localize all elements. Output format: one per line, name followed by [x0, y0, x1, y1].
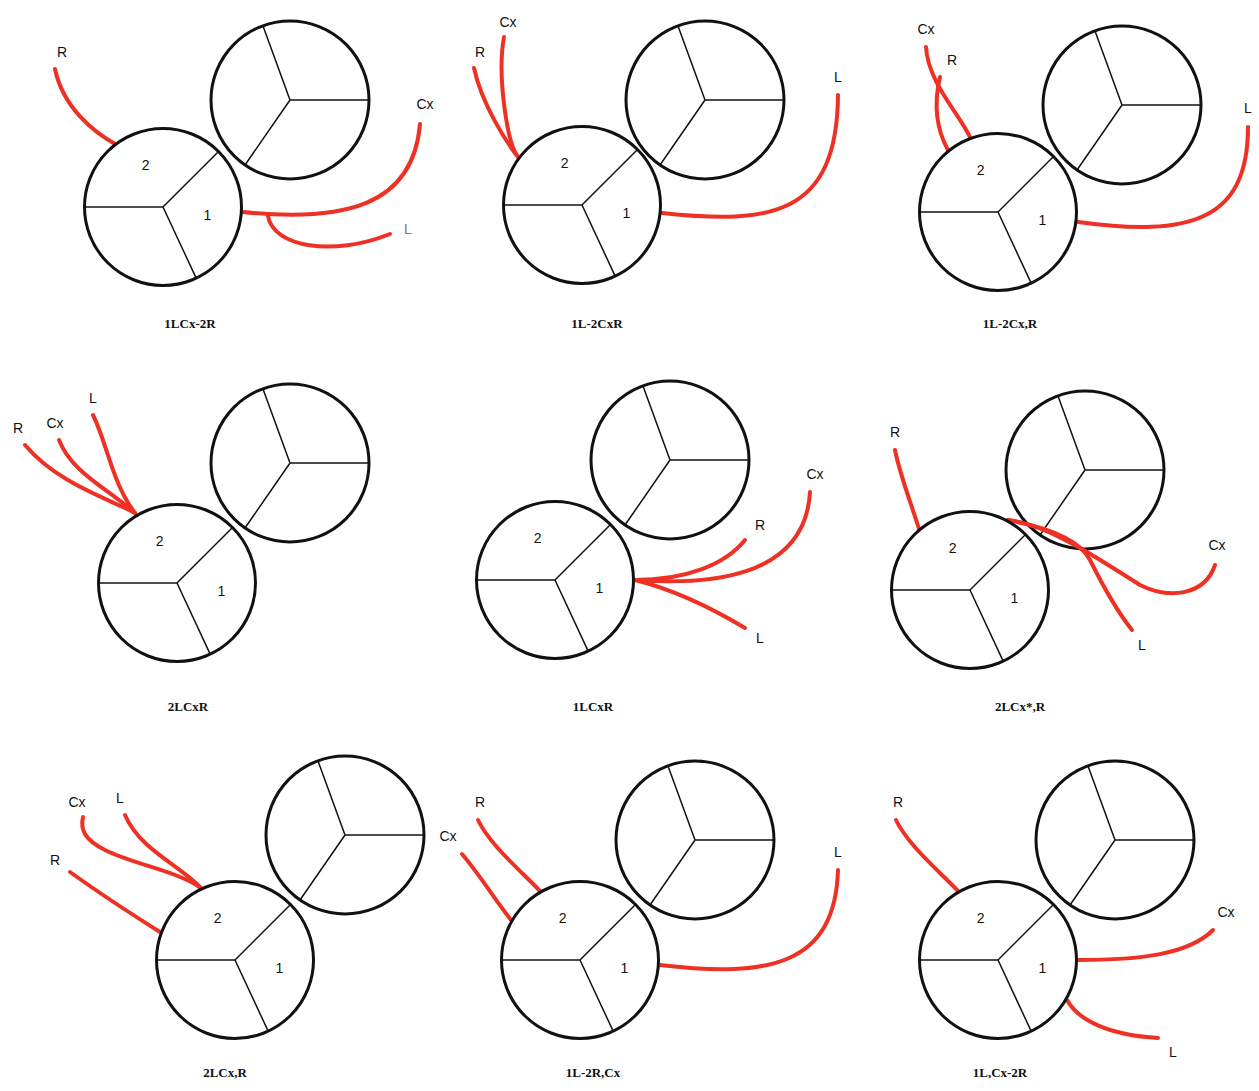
aortic-valve: 21 [918, 132, 1078, 292]
aortic-valve: 21 [475, 500, 635, 660]
sinus-number: 2 [977, 911, 985, 925]
sinus-number: 2 [949, 541, 957, 555]
sinus-number: 2 [214, 911, 222, 925]
artery-label: R [947, 53, 957, 67]
valve-outline [918, 880, 1078, 1040]
caption: 2LCx,R [203, 1066, 247, 1079]
valve-outline [475, 500, 635, 660]
sinus-number: 1 [1010, 591, 1018, 605]
aortic-valve: 21 [918, 880, 1078, 1040]
aortic-valve: 21 [500, 880, 660, 1040]
sinus-number: 1 [1038, 213, 1046, 227]
aortic-valve: 21 [83, 127, 243, 287]
artery-label: L [1138, 638, 1146, 652]
sinus-number: 2 [977, 163, 985, 177]
pulmonary-valve [211, 21, 1201, 919]
caption: 2LCxR [168, 700, 208, 713]
caption: 1LCx-2R [164, 317, 215, 330]
sinus-number: 2 [534, 531, 542, 545]
artery-label: L [834, 845, 842, 859]
artery-label: R [475, 795, 485, 809]
sinus-number: 2 [156, 534, 164, 548]
artery-label: Cx [68, 795, 85, 809]
caption: 1L-2Cx,R [983, 317, 1038, 330]
artery-label: L [1244, 101, 1252, 115]
sinus-number: 2 [561, 156, 569, 170]
artery-label: R [893, 795, 903, 809]
sinus-number: 1 [217, 584, 225, 598]
valve-outline [500, 880, 660, 1040]
artery-label: Cx [439, 829, 456, 843]
caption: 1L,Cx-2R [973, 1066, 1028, 1079]
artery-label: R [50, 853, 60, 867]
caption: 1L-2R,Cx [566, 1066, 621, 1079]
sinus-number: 2 [142, 158, 150, 172]
artery-label: L [834, 70, 842, 84]
aortic-valve: 21 [890, 510, 1050, 670]
artery-label: R [755, 518, 765, 532]
caption: 2LCx*,R [995, 700, 1045, 713]
artery-label: Cx [1217, 905, 1234, 919]
artery-label: Cx [499, 15, 516, 29]
artery-label: Cx [806, 467, 823, 481]
artery-label: R [475, 45, 485, 59]
artery-label: Cx [46, 416, 63, 430]
aortic-valve: 21 [97, 503, 257, 663]
valve-outline [155, 880, 315, 1040]
sinus-number: 1 [203, 208, 211, 222]
valve-outline [502, 125, 662, 285]
artery-label: R [13, 421, 23, 435]
sinus-number: 2 [559, 911, 567, 925]
artery-label: R [57, 45, 67, 59]
artery-label: Cx [416, 97, 433, 111]
sinus-number: 1 [595, 581, 603, 595]
artery-label: L [89, 391, 97, 405]
pulmonary-commissures [245, 26, 1201, 905]
sinus-number: 1 [620, 961, 628, 975]
artery-label: L [404, 222, 412, 236]
caption: 1LCxR [573, 700, 613, 713]
artery-label: L [1169, 1045, 1177, 1059]
artery-label: L [116, 791, 124, 805]
artery-label: R [890, 425, 900, 439]
artery-label: Cx [1208, 538, 1225, 552]
aortic-valve: 21 [155, 880, 315, 1040]
aortic-valve: 21 [502, 125, 662, 285]
valve-outline [97, 503, 257, 663]
caption: 1L-2CxR [571, 317, 622, 330]
valve-outline [918, 132, 1078, 292]
artery-label: Cx [917, 22, 934, 36]
artery-label: L [756, 631, 764, 645]
valve-outline [83, 127, 243, 287]
valve-outline [890, 510, 1050, 670]
sinus-number: 1 [275, 961, 283, 975]
sinus-number: 1 [1038, 961, 1046, 975]
sinus-number: 1 [622, 206, 630, 220]
coronary-artery [25, 37, 1248, 1038]
